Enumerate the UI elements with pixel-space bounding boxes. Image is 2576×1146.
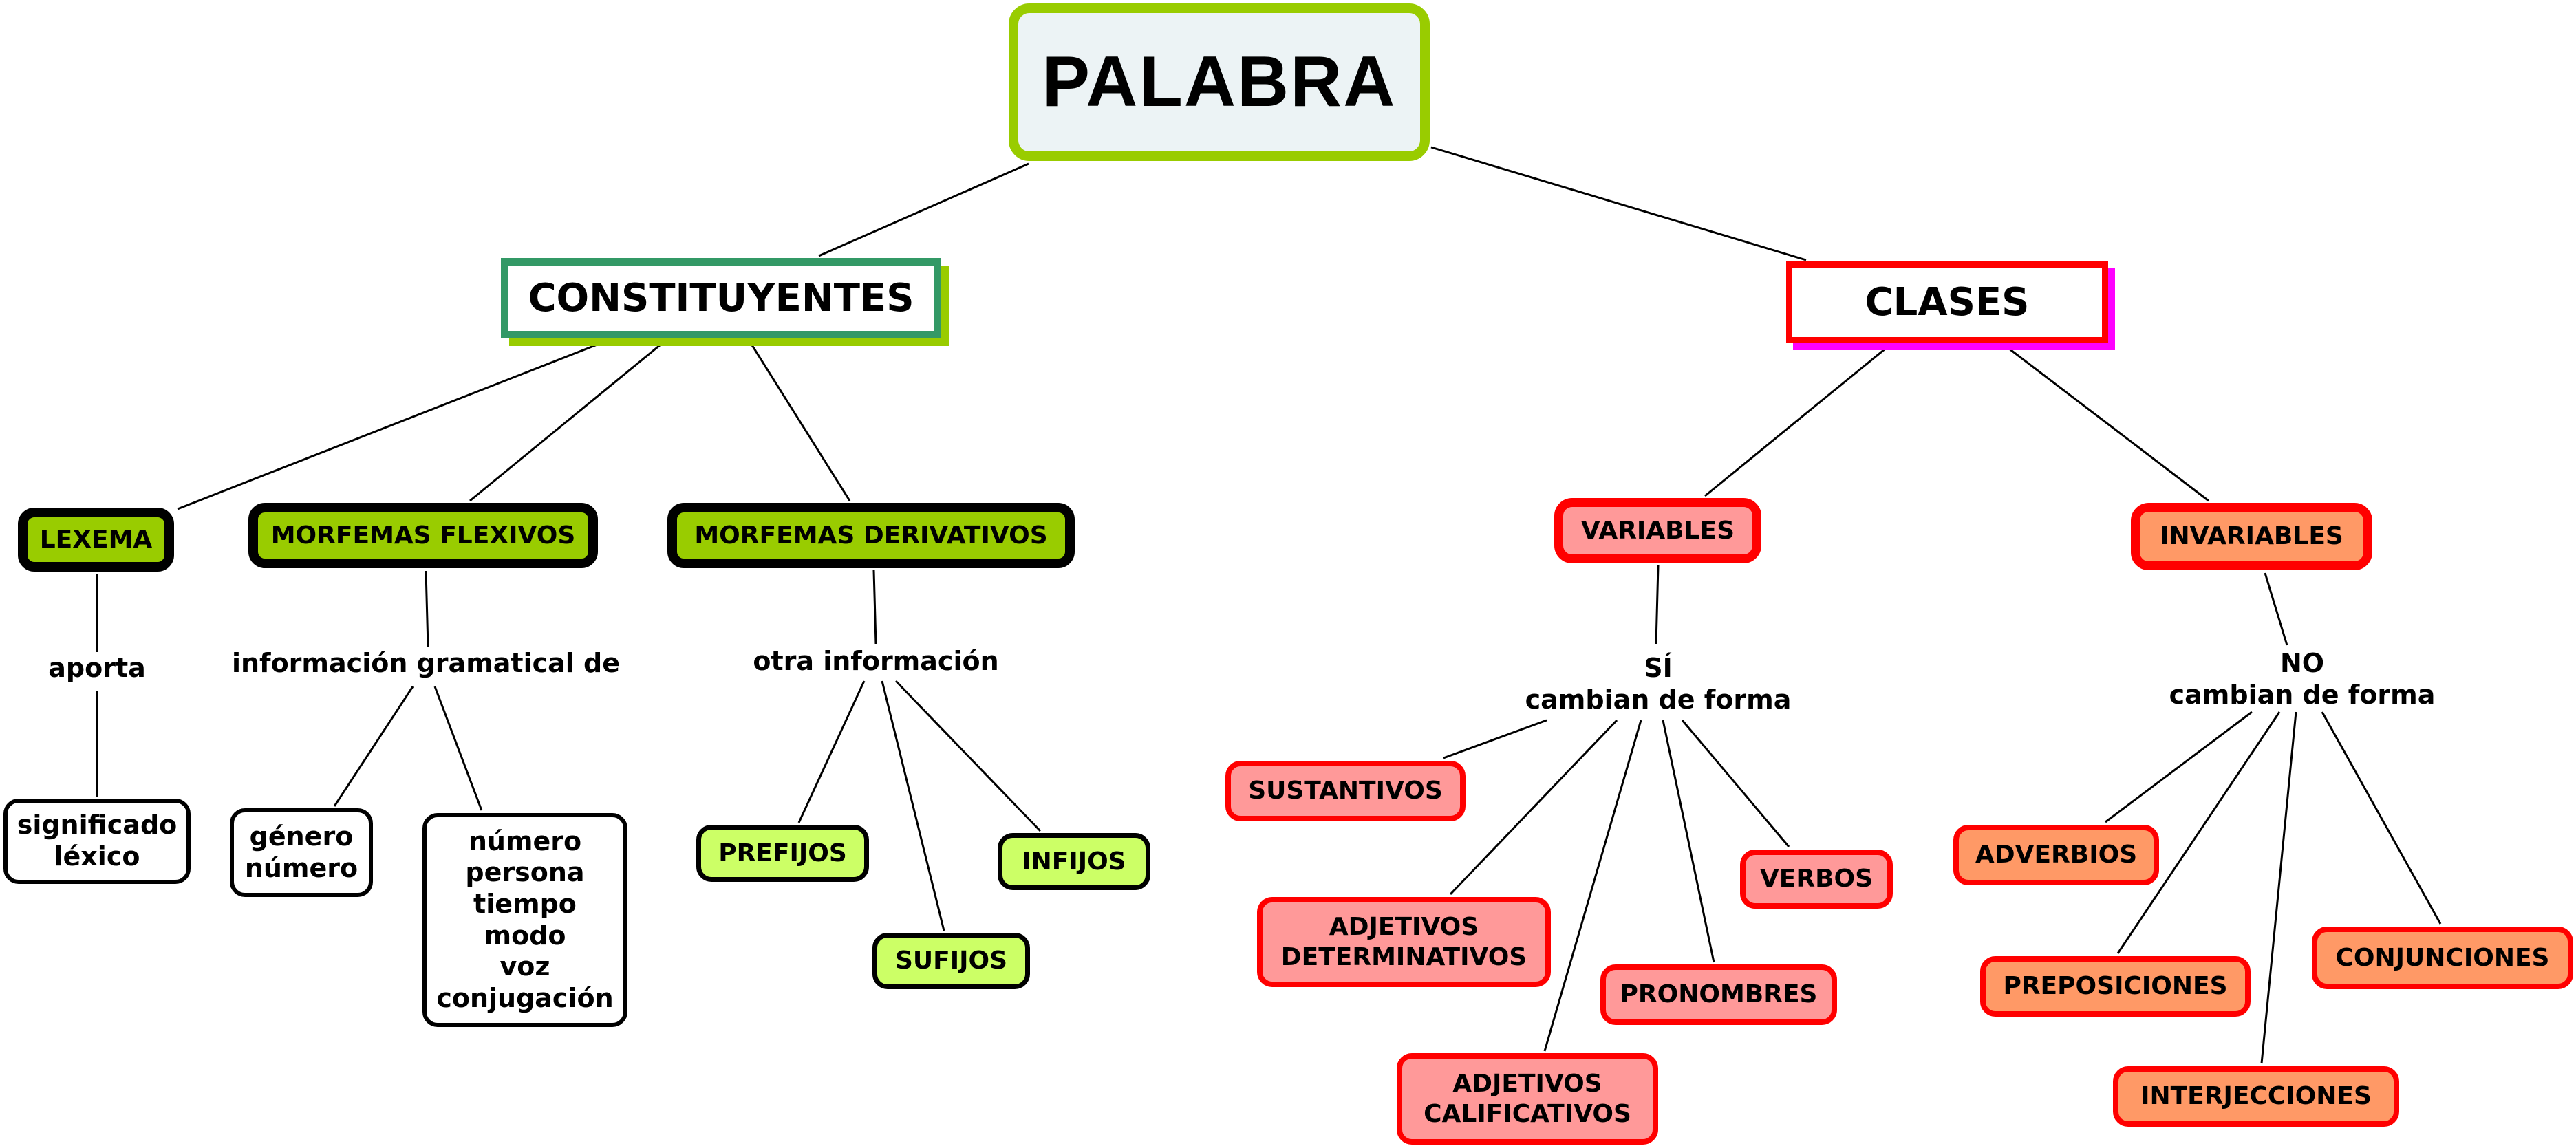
connector-otra-info-to-infijos: [894, 680, 1042, 832]
concept-node-palabra[interactable]: PALABRA: [1009, 3, 1430, 161]
node-label: CLASES: [1865, 279, 2030, 325]
connector-morfemas-flexivos-to-info-gramatical: [425, 570, 429, 647]
node-label: CONJUNCIONES: [2335, 943, 2550, 972]
concept-node-clases[interactable]: CLASES: [1786, 261, 2108, 343]
concept-node-infijos[interactable]: INFIJOS: [998, 833, 1150, 890]
concept-node-preposiciones[interactable]: PREPOSICIONES: [1980, 956, 2251, 1017]
concept-node-lexema[interactable]: LEXEMA: [18, 508, 174, 572]
connector-si-cambian-to-adjetivos-calificativos: [1543, 720, 1642, 1052]
node-label: VARIABLES: [1580, 516, 1735, 545]
concept-node-pronombres[interactable]: PRONOMBRES: [1600, 964, 1837, 1025]
node-label: SÍ cambian de forma: [1525, 653, 1792, 715]
concept-node-interjecciones[interactable]: INTERJECCIONES: [2113, 1066, 2399, 1127]
node-label: PREPOSICIONES: [2003, 972, 2228, 1001]
node-label: INVARIABLES: [2160, 522, 2343, 551]
linking-phrase-no-cambian: NO cambian de forma: [2151, 642, 2454, 717]
concept-node-adverbios[interactable]: ADVERBIOS: [1953, 825, 2159, 885]
connector-invariables-to-no-cambian: [2264, 572, 2288, 646]
concept-node-variables[interactable]: VARIABLES: [1554, 498, 1761, 563]
node-label: CONSTITUYENTES: [528, 275, 914, 321]
connector-otra-info-to-sufijos: [881, 680, 945, 931]
connector-palabra-to-clases: [1430, 146, 1807, 261]
connector-no-cambian-to-interjecciones: [2260, 711, 2297, 1064]
connector-info-gramatical-to-genero-numero: [333, 686, 414, 807]
concept-node-morfemas-flexivos[interactable]: MORFEMAS FLEXIVOS: [248, 503, 598, 568]
connector-variables-to-si-cambian: [1655, 565, 1660, 645]
concept-node-verbos[interactable]: VERBOS: [1740, 850, 1893, 909]
node-label: PALABRA: [1042, 42, 1397, 122]
node-label: INTERJECCIONES: [2140, 1082, 2372, 1111]
concept-node-morfemas-derivativos[interactable]: MORFEMAS DERIVATIVOS: [667, 503, 1075, 568]
node-label: ADVERBIOS: [1975, 841, 2138, 869]
connector-morfemas-derivativos-to-otra-info: [872, 570, 877, 645]
connector-otra-info-to-prefijos: [797, 680, 866, 823]
concept-node-constituyentes[interactable]: CONSTITUYENTES: [501, 258, 941, 338]
connector-si-cambian-to-verbos: [1681, 720, 1790, 847]
concept-node-genero-numero[interactable]: género número: [230, 808, 373, 897]
linking-phrase-info-gramatical: información gramatical de: [226, 643, 625, 684]
connector-constituyentes-to-morfemas-derivativos: [749, 341, 851, 501]
concept-node-numero-conjugacion[interactable]: número persona tiempo modo voz conjugaci…: [422, 813, 627, 1027]
concept-node-invariables[interactable]: INVARIABLES: [2131, 503, 2372, 570]
connector-info-gramatical-to-numero-conjugacion: [433, 686, 483, 811]
linking-phrase-otra-info: otra información: [738, 641, 1013, 682]
node-label: LEXEMA: [39, 525, 153, 554]
node-label: género número: [244, 821, 358, 883]
node-label: significado léxico: [17, 810, 178, 872]
node-label: ADJETIVOS DETERMINATIVOS: [1280, 913, 1527, 971]
node-label: SUSTANTIVOS: [1248, 777, 1443, 806]
concept-node-sustantivos[interactable]: SUSTANTIVOS: [1225, 761, 1466, 821]
node-label: INFIJOS: [1022, 847, 1126, 876]
concept-node-sufijos[interactable]: SUFIJOS: [872, 933, 1030, 989]
node-label: MORFEMAS DERIVATIVOS: [694, 521, 1048, 550]
node-label: ADJETIVOS CALIFICATIVOS: [1424, 1070, 1631, 1128]
node-label: otra información: [753, 646, 999, 677]
concept-node-prefijos[interactable]: PREFIJOS: [696, 825, 869, 882]
connector-si-cambian-to-adjetivos-determinativos: [1449, 719, 1618, 896]
connector-clases-to-variables: [1704, 345, 1889, 497]
connector-constituyentes-to-lexema: [177, 340, 605, 510]
node-label: aporta: [48, 653, 146, 684]
connector-palabra-to-constituyentes: [818, 162, 1029, 257]
concept-node-adjetivos-determinativos[interactable]: ADJETIVOS DETERMINATIVOS: [1257, 897, 1551, 987]
connector-no-cambian-to-conjunciones: [2321, 711, 2442, 925]
node-label: PRONOMBRES: [1620, 980, 1818, 1009]
connector-constituyentes-to-morfemas-flexivos: [469, 340, 665, 502]
node-label: información gramatical de: [231, 648, 621, 679]
concept-node-significado-lexico[interactable]: significado léxico: [3, 799, 191, 884]
linking-phrase-si-cambian: SÍ cambian de forma: [1507, 647, 1810, 722]
node-label: MORFEMAS FLEXIVOS: [270, 521, 576, 550]
concept-node-adjetivos-calificativos[interactable]: ADJETIVOS CALIFICATIVOS: [1397, 1053, 1658, 1145]
node-label: VERBOS: [1759, 865, 1874, 894]
node-label: número persona tiempo modo voz conjugaci…: [436, 825, 614, 1013]
connector-clases-to-invariables: [2005, 345, 2209, 502]
node-label: NO cambian de forma: [2169, 648, 2436, 710]
linking-phrase-aporta: aporta: [28, 648, 166, 689]
connector-no-cambian-to-adverbios: [2105, 711, 2253, 823]
connector-si-cambian-to-pronombres: [1662, 720, 1715, 963]
connector-no-cambian-to-preposiciones: [2116, 711, 2281, 954]
concept-node-conjunciones[interactable]: CONJUNCIONES: [2312, 927, 2573, 989]
node-label: SUFIJOS: [894, 947, 1008, 975]
node-label: PREFIJOS: [718, 839, 847, 867]
connector-si-cambian-to-sustantivos: [1443, 719, 1547, 759]
